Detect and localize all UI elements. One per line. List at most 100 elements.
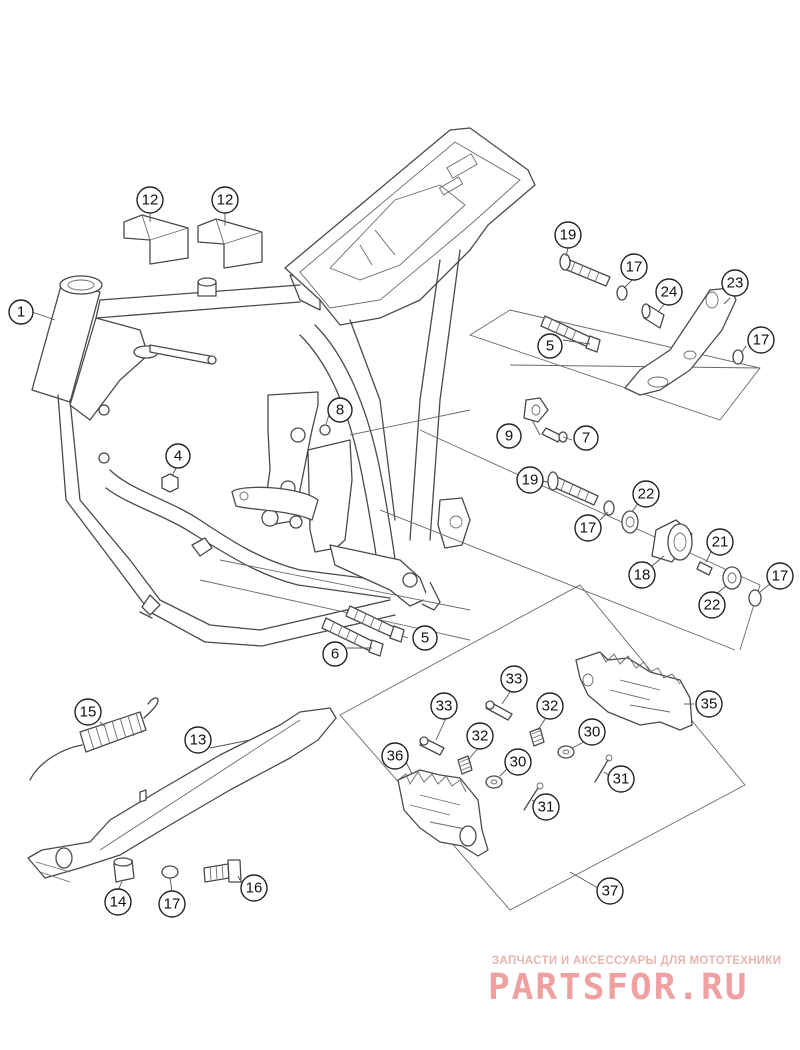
svg-text:9: 9 bbox=[505, 428, 513, 445]
svg-text:35: 35 bbox=[701, 696, 718, 713]
bushing-part-14 bbox=[113, 857, 135, 883]
svg-text:19: 19 bbox=[522, 472, 539, 489]
footrest-part-35 bbox=[575, 651, 693, 731]
svg-text:8: 8 bbox=[336, 402, 344, 419]
spacer-part-22-b bbox=[722, 566, 742, 590]
svg-text:18: 18 bbox=[634, 567, 651, 584]
callout-9: 9 bbox=[496, 423, 522, 449]
watermark-logo: PARTSFOR.RU bbox=[488, 967, 749, 1008]
footrest-part-36 bbox=[397, 769, 489, 857]
bolt-part-16 bbox=[203, 859, 242, 883]
svg-text:22: 22 bbox=[638, 486, 655, 503]
callout-23: 23 bbox=[721, 269, 749, 297]
callout-31-b: 31 bbox=[532, 793, 560, 821]
frame-protector-12b bbox=[197, 218, 263, 269]
callout-5-lower: 5 bbox=[412, 625, 438, 651]
svg-text:17: 17 bbox=[753, 332, 770, 349]
callout-24: 24 bbox=[655, 278, 683, 306]
projection-lines bbox=[199, 309, 761, 651]
steering-head-tube bbox=[31, 275, 103, 403]
side-stand-part-13 bbox=[27, 707, 337, 883]
screw-part-8 bbox=[319, 424, 331, 436]
svg-text:5: 5 bbox=[421, 630, 429, 647]
callout-5-upper: 5 bbox=[537, 333, 563, 359]
callout-12-b: 12 bbox=[211, 186, 239, 214]
bolt-part-19-lower bbox=[547, 471, 599, 506]
svg-text:12: 12 bbox=[142, 192, 159, 209]
bolt-part-5-upper bbox=[540, 315, 601, 353]
callout-21: 21 bbox=[706, 528, 734, 556]
svg-text:13: 13 bbox=[190, 732, 207, 749]
svg-text:1: 1 bbox=[17, 304, 25, 321]
svg-text:36: 36 bbox=[387, 748, 404, 765]
callout-33-a: 33 bbox=[500, 665, 528, 693]
spacer-part-22-a bbox=[621, 510, 639, 534]
svg-text:6: 6 bbox=[331, 646, 339, 663]
frame-assembly bbox=[31, 127, 536, 647]
svg-text:5: 5 bbox=[546, 338, 554, 355]
nut-part-4 bbox=[161, 473, 179, 493]
callout-31-a: 31 bbox=[607, 765, 635, 793]
svg-text:23: 23 bbox=[727, 275, 744, 292]
cotter-pin-part-31-b bbox=[523, 782, 544, 811]
spring-part-32-b bbox=[457, 755, 473, 775]
svg-text:33: 33 bbox=[506, 671, 523, 688]
bushing-part-21 bbox=[696, 561, 713, 576]
svg-text:33: 33 bbox=[436, 698, 453, 715]
spring-part-32-a bbox=[529, 727, 545, 747]
callout-37: 37 bbox=[596, 877, 624, 905]
roller-part-18 bbox=[651, 519, 693, 563]
callout-17-c: 17 bbox=[574, 514, 602, 542]
washer-part-17-d bbox=[748, 589, 762, 607]
svg-text:19: 19 bbox=[560, 227, 577, 244]
callout-30-a: 30 bbox=[578, 718, 606, 746]
callout-33-b: 33 bbox=[430, 692, 458, 720]
callout-18: 18 bbox=[628, 561, 656, 589]
svg-text:12: 12 bbox=[217, 192, 234, 209]
callout-7: 7 bbox=[573, 425, 599, 451]
callout-19-a: 19 bbox=[554, 221, 582, 249]
svg-text:17: 17 bbox=[626, 259, 643, 276]
svg-text:17: 17 bbox=[164, 896, 181, 913]
callout-19-b: 19 bbox=[516, 466, 544, 494]
svg-text:14: 14 bbox=[110, 894, 127, 911]
pin-part-33-a bbox=[485, 700, 513, 721]
svg-text:16: 16 bbox=[246, 880, 263, 897]
bolt-part-19-upper bbox=[559, 253, 611, 287]
callout-30-b: 30 bbox=[504, 748, 532, 776]
svg-text:15: 15 bbox=[80, 704, 97, 721]
callout-14: 14 bbox=[104, 888, 132, 916]
callout-4: 4 bbox=[165, 443, 191, 469]
callout-12-a: 12 bbox=[136, 186, 164, 214]
washer-part-17-e bbox=[161, 865, 179, 879]
washer-part-30-a bbox=[557, 745, 575, 759]
svg-text:21: 21 bbox=[712, 534, 729, 551]
svg-text:4: 4 bbox=[174, 448, 182, 465]
callout-32-b: 32 bbox=[466, 722, 494, 750]
svg-text:31: 31 bbox=[538, 799, 555, 816]
callout-35: 35 bbox=[695, 690, 723, 718]
callout-17-b: 17 bbox=[747, 326, 775, 354]
watermark-tagline: ЗАПЧАСТИ И АКСЕССУАРЫ ДЛЯ МОТОТЕХНИКИ bbox=[492, 955, 782, 967]
callout-17-a: 17 bbox=[620, 253, 648, 281]
callout-17-e: 17 bbox=[158, 890, 186, 918]
cotter-pin-part-31-a bbox=[594, 754, 613, 783]
callout-22-a: 22 bbox=[632, 480, 660, 508]
spring-part-15 bbox=[29, 697, 159, 781]
screw-part-7 bbox=[541, 427, 568, 443]
bolt-part-5-lower bbox=[345, 605, 405, 643]
callout-8: 8 bbox=[327, 397, 353, 423]
brake-pedal-part-23 bbox=[624, 287, 737, 396]
bushing-part-24 bbox=[641, 303, 665, 329]
svg-text:32: 32 bbox=[472, 728, 489, 745]
svg-text:31: 31 bbox=[613, 771, 630, 788]
callouts: 1 4 5 5 6 7 8 9 12 12 13 14 15 16 17 17 … bbox=[8, 186, 794, 918]
frame-protector-12a bbox=[123, 214, 189, 265]
svg-text:7: 7 bbox=[582, 430, 590, 447]
callout-15: 15 bbox=[74, 698, 102, 726]
svg-text:30: 30 bbox=[510, 754, 527, 771]
svg-text:37: 37 bbox=[602, 883, 619, 900]
washer-part-30-b bbox=[485, 775, 503, 789]
svg-text:22: 22 bbox=[704, 597, 721, 614]
